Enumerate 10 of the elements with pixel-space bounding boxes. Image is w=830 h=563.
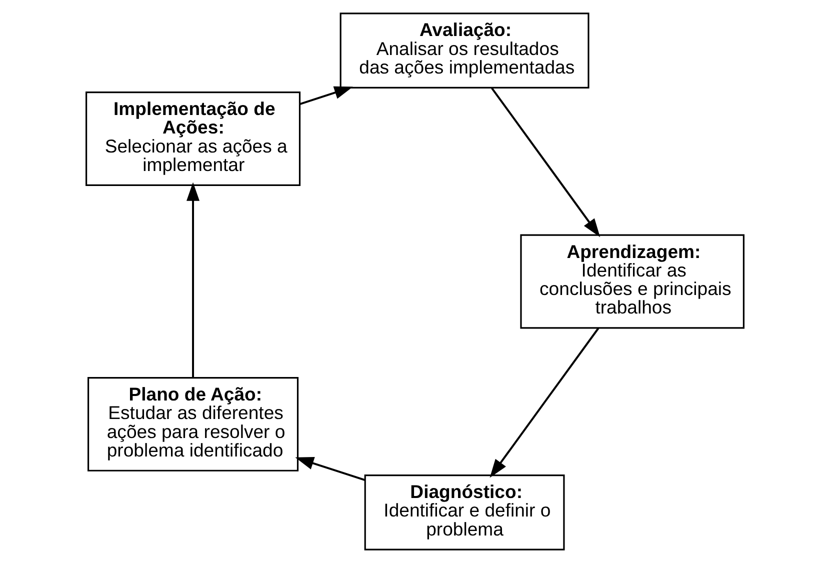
node-box: Aprendizagem: Identificar as conclusões e principais trabalhos — [520, 234, 744, 329]
node-box: Implementação de Ações: Selecionar as ações a implementar — [86, 92, 301, 186]
arrow — [490, 328, 600, 478]
arrow — [300, 86, 353, 105]
node-box: Avaliação: Analisar os resultados das ações implementadas — [340, 12, 590, 88]
node-box: Plano de Ação: Estudar as diferentes ações para resolver o problema identificado — [88, 377, 299, 472]
arrow — [491, 88, 600, 238]
arrow — [186, 182, 200, 378]
node-box: Diagnóstico: Identificar e definir o problema — [364, 474, 565, 550]
arrow — [295, 456, 366, 482]
